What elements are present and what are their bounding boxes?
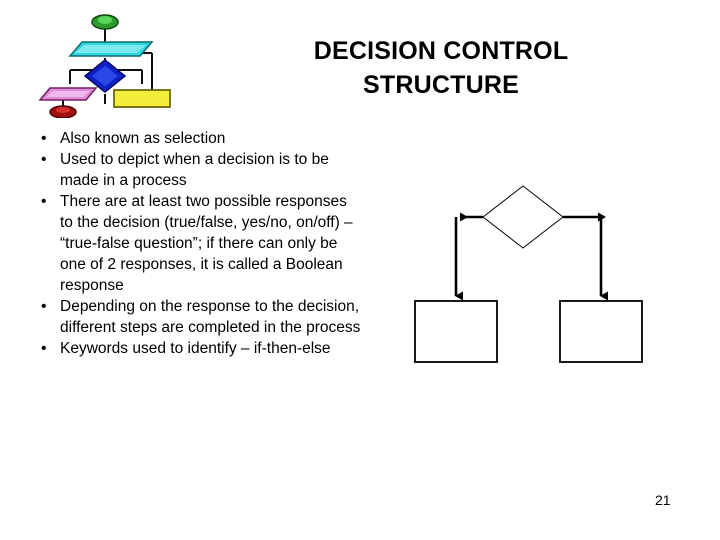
process-box-left xyxy=(414,300,498,363)
list-item: • Used to depict when a decision is to b… xyxy=(32,149,362,191)
list-item: • There are at least two possible respon… xyxy=(32,191,362,296)
list-item-text: Depending on the response to the decisio… xyxy=(60,298,361,336)
page-title-line-2: STRUCTURE xyxy=(363,71,519,99)
decision-diamond-blue-highlight xyxy=(92,66,118,86)
data-parallelogram-pink-highlight xyxy=(46,91,90,97)
bullet-list: • Also known as selection • Used to depi… xyxy=(32,128,362,359)
list-item-text: Also known as selection xyxy=(60,130,226,147)
list-item: • Also known as selection xyxy=(32,128,362,149)
list-item: • Keywords used to identify – if-then-el… xyxy=(32,338,362,359)
page-title-line-1: DECISION CONTROL xyxy=(313,37,569,65)
bullet-marker-icon: • xyxy=(41,340,47,357)
list-item: • Depending on the response to the decis… xyxy=(32,296,362,338)
page-number: 21 xyxy=(655,492,671,508)
decision-diamond xyxy=(482,185,564,249)
list-item-text: There are at least two possible response… xyxy=(60,193,353,294)
flowchart-clipart xyxy=(30,8,180,119)
bullet-marker-icon: • xyxy=(41,130,47,147)
bullet-marker-icon: • xyxy=(41,193,47,210)
process-box-right xyxy=(559,300,643,363)
decision-flow-diagram-svg xyxy=(414,185,643,363)
decision-flow-diagram xyxy=(400,170,670,380)
data-parallelogram-cyan-highlight xyxy=(75,45,146,53)
flowchart-clipart-svg xyxy=(38,14,171,119)
terminator-end-highlight xyxy=(56,107,70,113)
bullet-marker-icon: • xyxy=(41,151,47,168)
list-item-text: Used to depict when a decision is to be … xyxy=(60,151,329,189)
terminator-start-highlight xyxy=(98,16,112,24)
process-rectangle-yellow-icon xyxy=(113,89,171,108)
list-item-text: Keywords used to identify – if-then-else xyxy=(60,340,331,357)
bullet-marker-icon: • xyxy=(41,298,47,315)
page-title: DECISION CONTROL STRUCTURE xyxy=(215,34,667,102)
